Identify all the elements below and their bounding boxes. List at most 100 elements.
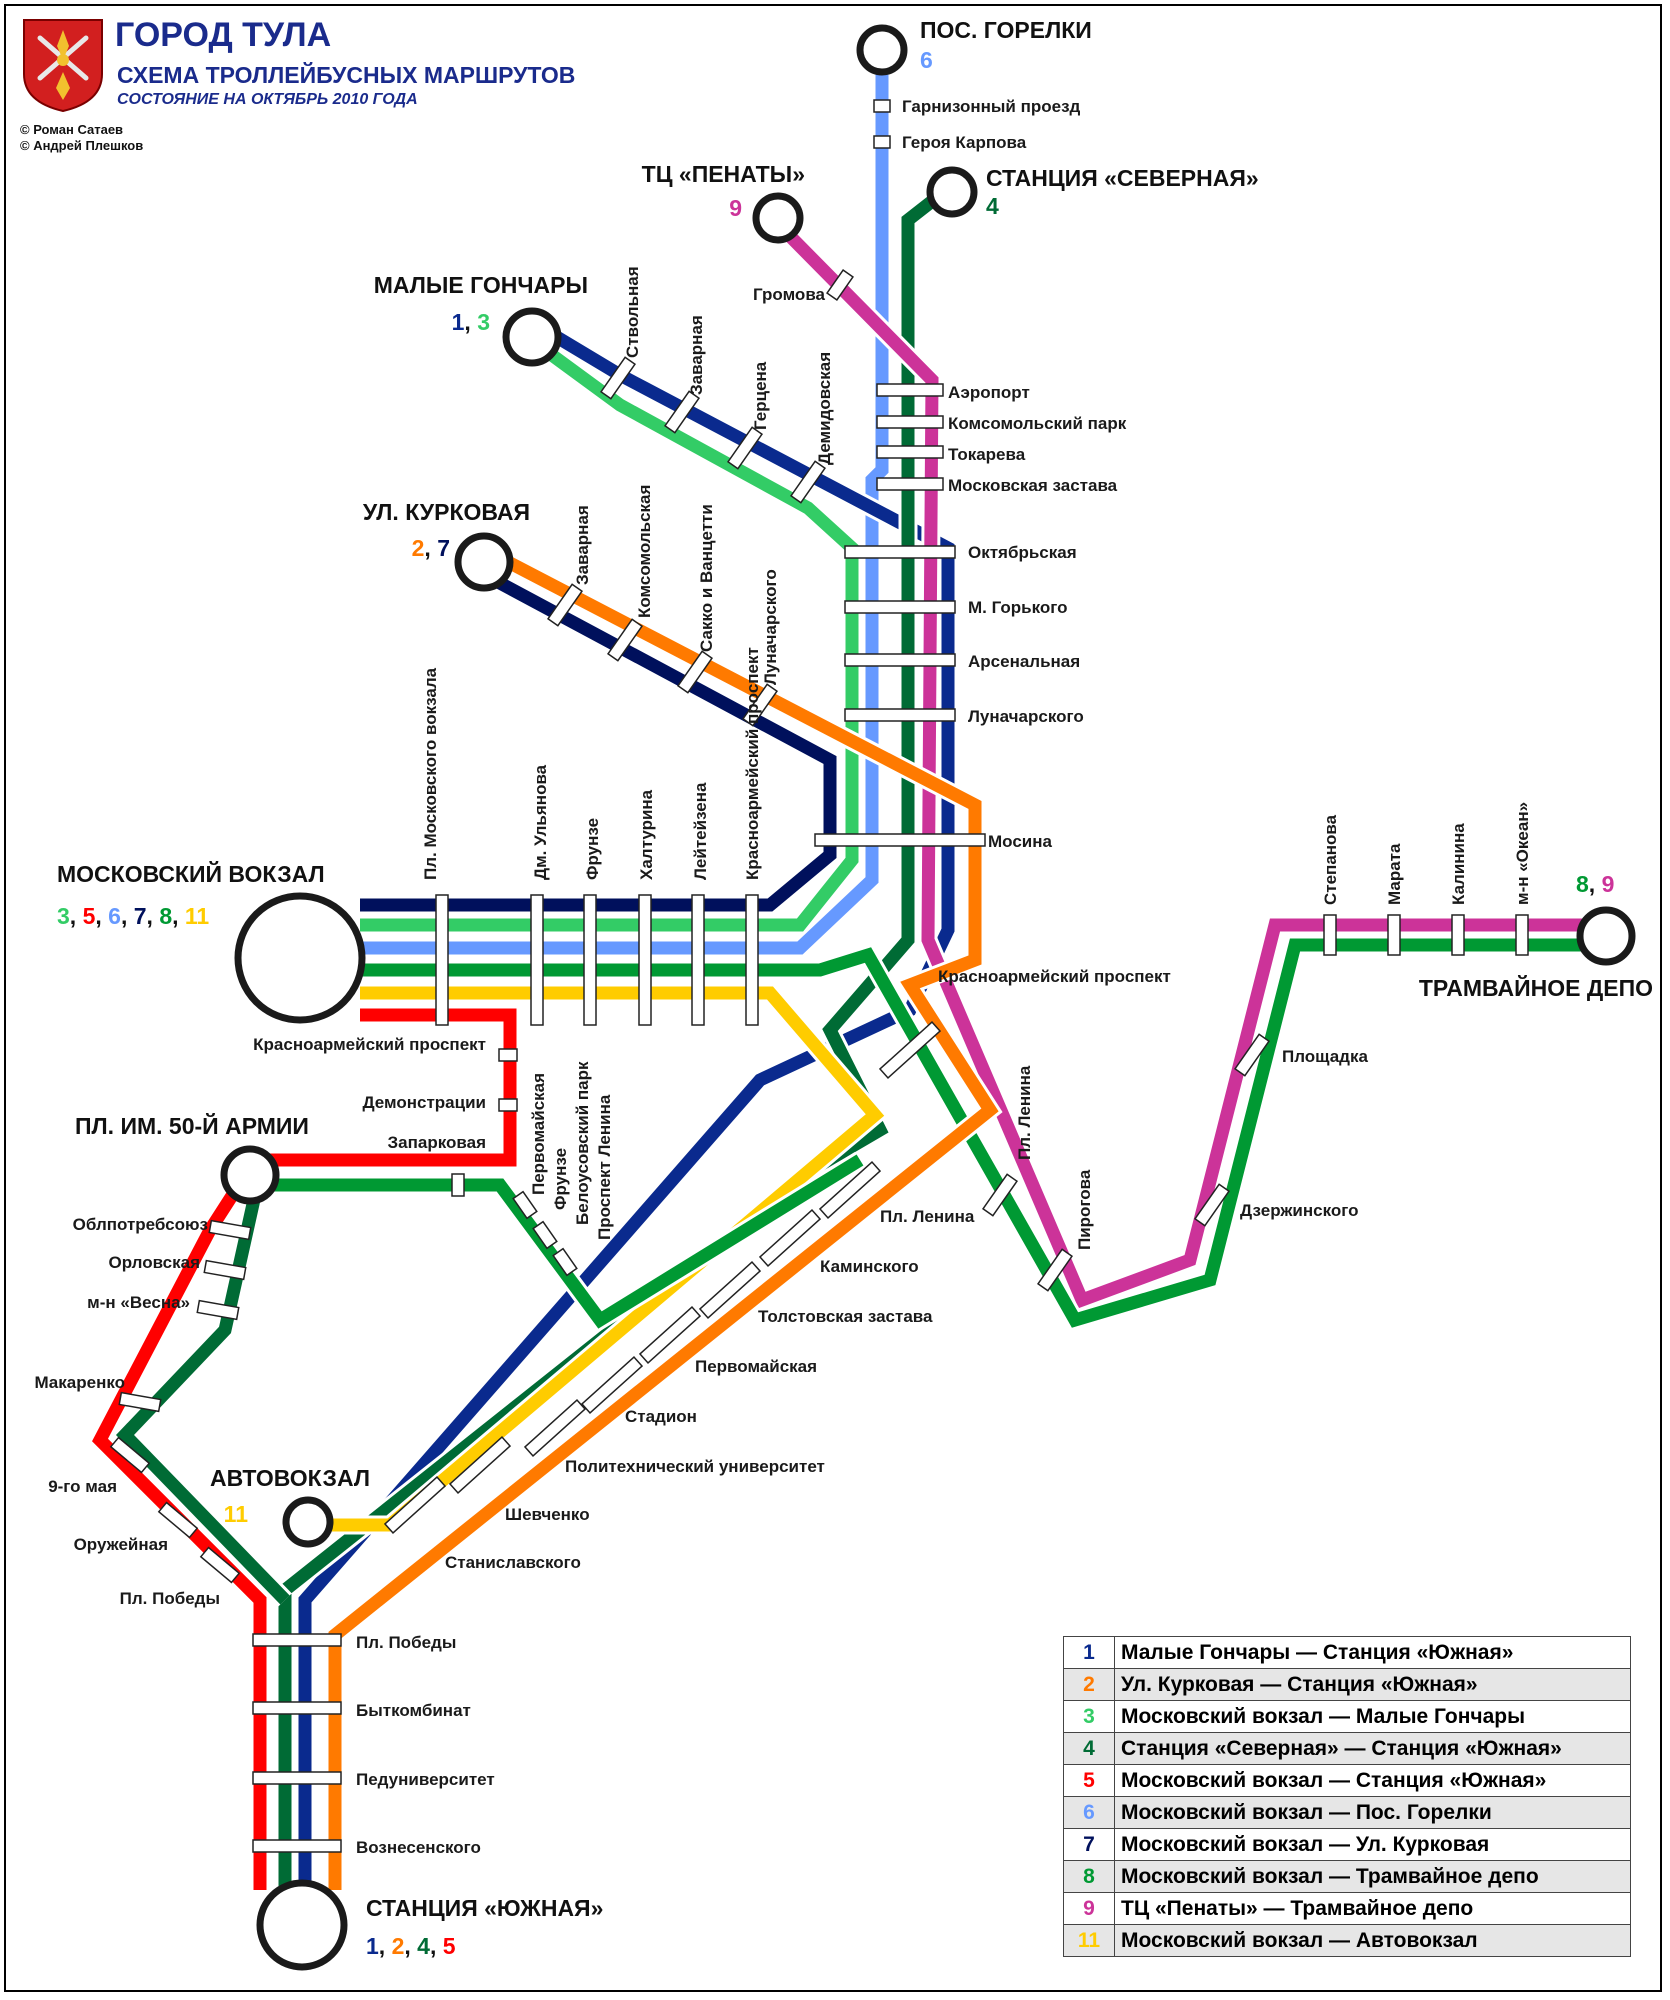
terminal-goncha-circle [502, 307, 562, 367]
legend-route-name: Московский вокзал — Автовокзал [1114, 1924, 1631, 1957]
label-oblpotreb: Облпотребсоюз [73, 1215, 208, 1234]
label-zaparkovaya: Запарковая [388, 1133, 486, 1152]
terminal-kurkovaya-routes: 2, 7 [412, 535, 450, 561]
stop-south-1 [252, 1701, 342, 1715]
stop-diag-4 [638, 1306, 702, 1364]
stop-north-3 [876, 477, 944, 491]
label-name: ТЦ «ПЕНАТЫ» [642, 161, 805, 187]
stop-kurk-0 [546, 583, 584, 627]
stop-zaparkovaya [451, 1173, 465, 1197]
label-okean: м-н «Океан» [1513, 802, 1532, 905]
label-demonstracii: Демонстрации [362, 1093, 486, 1112]
route-6-line [360, 60, 889, 955]
legend-route-number: 6 [1063, 1796, 1115, 1829]
stop-north-1 [876, 415, 944, 429]
label-pervomaiskaya2: Первомайская [695, 1357, 817, 1376]
label-tokareva: Токарева [948, 445, 1026, 464]
legend-route-number: 11 [1063, 1924, 1115, 1957]
stop-goncha-3 [789, 460, 827, 504]
label-mosk-zastava: Московская застава [948, 476, 1118, 495]
legend-route-name: ТЦ «Пенаты» — Трамвайное депо [1114, 1892, 1631, 1925]
stop-east-2 [1233, 1033, 1271, 1077]
stop-vokzal-1 [530, 894, 544, 1026]
stop-depo-0 [1323, 914, 1337, 956]
label-shevchenko: Шевченко [505, 1505, 590, 1524]
label-stvolnaya: Ствольная [623, 266, 642, 358]
stop-vokzal-2 [583, 894, 597, 1026]
label-arsenalnaya: Арсенальная [968, 652, 1080, 671]
label-name: АВТОВОКЗАЛ [210, 1465, 370, 1491]
label-garnizon: Гарнизонный проезд [902, 97, 1081, 116]
label-krasnoarm-r: Красноармейский проспект [938, 967, 1171, 986]
legend-route-number: 4 [1063, 1732, 1115, 1765]
stop-depo-1 [1387, 914, 1401, 956]
stop-demonstr2 [498, 1098, 518, 1112]
label-prosp-lenina: Проспект Ленина [595, 1094, 614, 1240]
stop-east-3 [1193, 1183, 1231, 1227]
stop-east-1 [1036, 1248, 1074, 1292]
stop-south-2 [252, 1771, 342, 1785]
label-voznesenskogo: Вознесенского [356, 1838, 481, 1857]
label-stepanova: Степанова [1321, 814, 1340, 905]
legend-route-name: Московский вокзал — Станция «Южная» [1114, 1764, 1631, 1797]
label-halturina: Халтурина [637, 789, 656, 880]
label-frunze2: Фрунзе [551, 1148, 570, 1210]
route-8-line [360, 938, 1590, 1328]
route-7-line [360, 569, 837, 912]
stop-south-0 [252, 1633, 342, 1647]
label-name: СТАНЦИЯ «СЕВЕРНАЯ» [986, 165, 1259, 191]
stop-diag-8 [383, 1476, 447, 1534]
terminal-depo-routes: 8, 9 [1576, 871, 1614, 897]
stop-mosina [814, 833, 986, 847]
label-frunze1: Фрунзе [583, 818, 602, 880]
label-kalinina: Калинина [1449, 823, 1468, 905]
label-gercena: Герцена [751, 361, 770, 430]
label-pirogova: Пирогова [1075, 1169, 1094, 1250]
label-pl-pobedy-r: Пл. Победы [356, 1633, 456, 1652]
terminal-armii-circle [220, 1145, 280, 1205]
stop-west-0 [208, 1219, 252, 1241]
legend-route-name: Московский вокзал — Ул. Курковая [1114, 1828, 1631, 1861]
route-9-line [771, 217, 1590, 1309]
label-stanislavskogo: Станиславского [445, 1553, 581, 1572]
stop-markers [109, 99, 1529, 1853]
route-4-branch-line [115, 1193, 290, 1605]
label-gromova: Громова [753, 285, 825, 304]
terminal-gorelki-routes: 6 [920, 47, 933, 73]
stop-east-0 [981, 1173, 1019, 1217]
stop-goncha-0 [599, 356, 637, 400]
tula-coat-of-arms-icon [23, 19, 103, 113]
stop-diag-5 [580, 1356, 644, 1414]
label-lunach-r: Луначарского [968, 707, 1084, 726]
label-leiteizena: Лейтейзена [691, 782, 710, 880]
legend-route-name: Московский вокзал — Трамвайное депо [1114, 1860, 1631, 1893]
label-belousov: Белоусовский парк [573, 1061, 592, 1225]
stop-trunk-0 [844, 545, 956, 559]
label-pl-lenina-v: Пл. Ленина [1015, 1065, 1034, 1160]
legend-route-number: 9 [1063, 1892, 1115, 1925]
label-komsomolskaya: Комсомольская [635, 485, 654, 618]
label-pl-mosk-vokzala: Пл. Московского вокзала [421, 667, 440, 880]
terminal-kurkovaya-circle [454, 532, 514, 592]
legend-route-number: 2 [1063, 1668, 1115, 1701]
stop-kurk-1 [606, 618, 644, 662]
label-oktyabrskaya: Октябрьская [968, 543, 1077, 562]
stop-trunk-1 [844, 600, 956, 614]
stop-vokzal-3 [638, 894, 652, 1026]
stop-west-3 [118, 1391, 162, 1413]
stop-pervom-0 [512, 1190, 538, 1220]
stop-north-2 [876, 445, 944, 459]
stop-trunk-2 [844, 653, 956, 667]
label-orlovskaya: Орловская [108, 1253, 200, 1272]
label-makarenko: Макаренко [34, 1373, 125, 1392]
legend-route-name: Московский вокзал — Малые Гончары [1114, 1700, 1631, 1733]
stop-diag-6 [523, 1399, 587, 1457]
label-bytkombinat: Быткомбинат [356, 1701, 471, 1720]
stop-depo-3 [1515, 914, 1529, 956]
legend-route-number: 1 [1063, 1636, 1115, 1669]
stop-diag-0 [878, 1021, 942, 1079]
terminal-penaty-circle [752, 192, 804, 244]
legend-route-name: Московский вокзал — Пос. Горелки [1114, 1796, 1631, 1829]
